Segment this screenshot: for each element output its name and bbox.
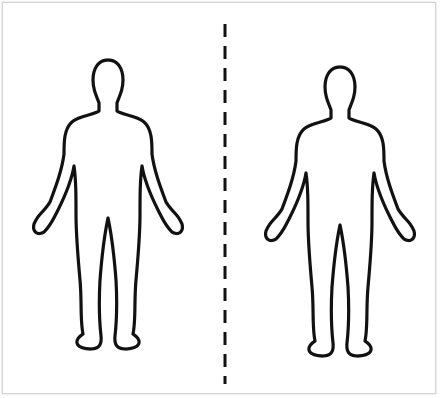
figure-back-view bbox=[266, 67, 415, 356]
human-body-outline-icon bbox=[266, 67, 415, 356]
human-body-outline-icon bbox=[34, 60, 183, 349]
figure-front-view bbox=[34, 60, 183, 349]
